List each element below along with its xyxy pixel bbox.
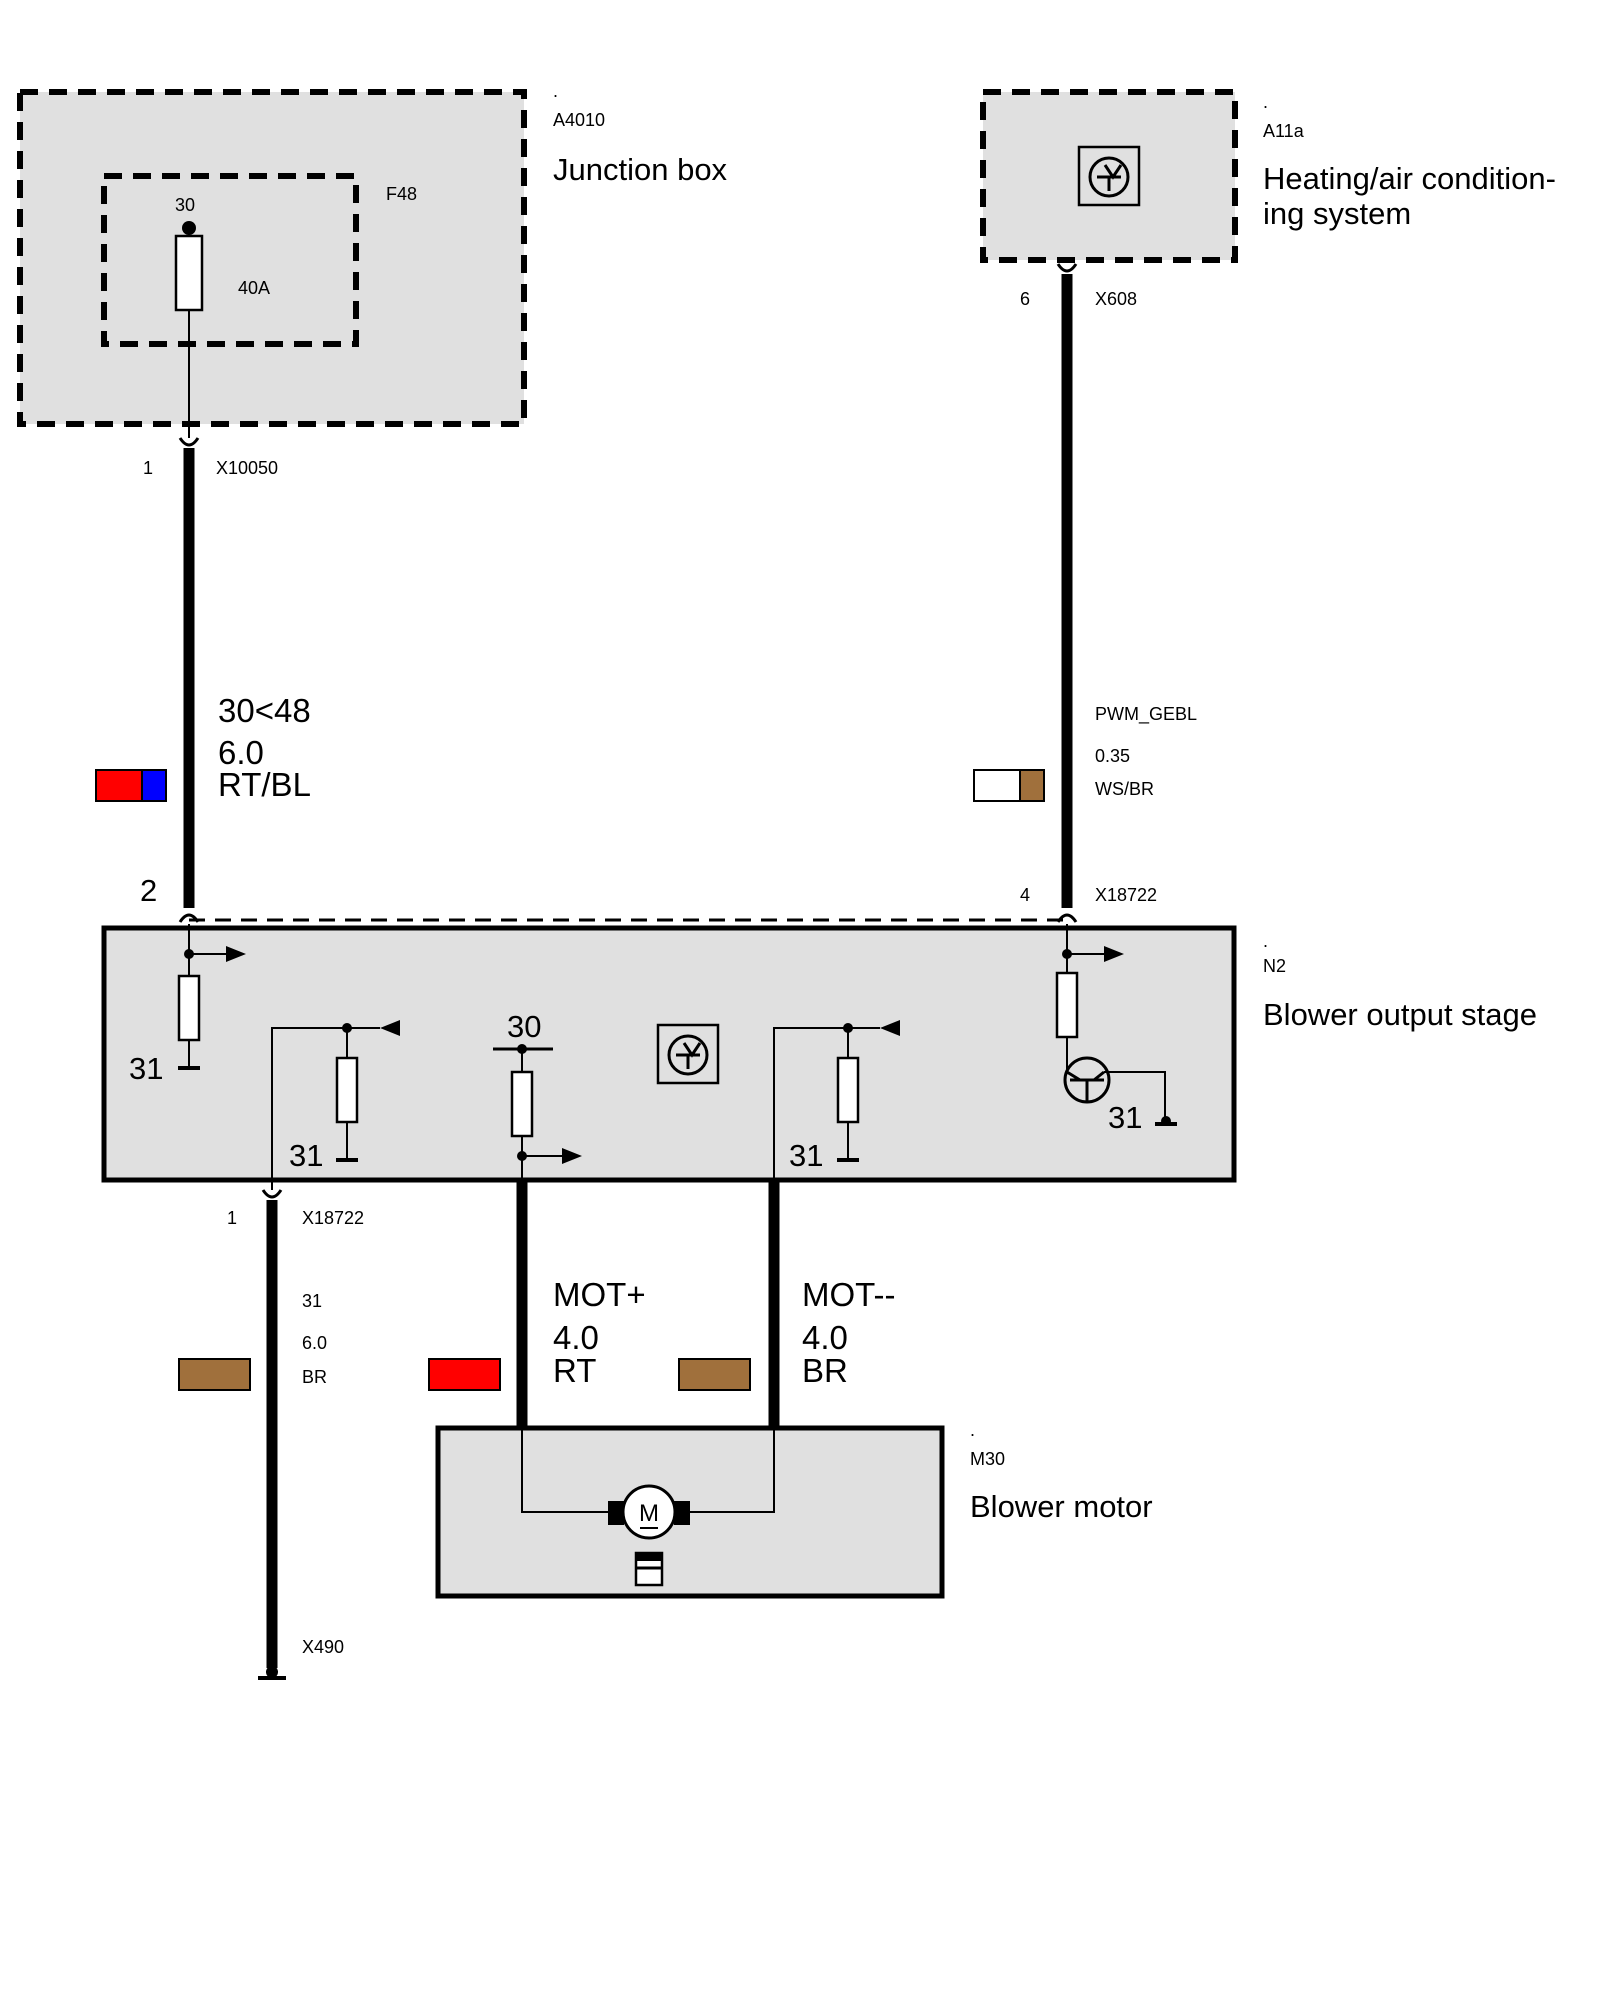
- hvac-marker: .: [1263, 92, 1268, 112]
- output-stage-name: Blower output stage: [1263, 997, 1537, 1032]
- mot-minus-resistor-icon: [836, 1056, 860, 1124]
- mot-minus-gauge: 4.0: [802, 1319, 848, 1356]
- junction-box-name: Junction box: [553, 152, 728, 187]
- pwm-wire-signal: PWM_GEBL: [1095, 704, 1197, 725]
- pwm-wire-color-code: WS/BR: [1095, 779, 1154, 799]
- ground-wire: 31 6.0 BR X490: [178, 1200, 344, 1680]
- motor-icon: [621, 1484, 677, 1540]
- supply-wire-swatch-secondary: [141, 769, 167, 802]
- mot-plus-signal: MOT+: [553, 1276, 646, 1313]
- junction-box-connector: X10050: [216, 458, 278, 478]
- fuse-rating: 40A: [238, 278, 270, 298]
- blower-motor-name: Blower motor: [970, 1489, 1153, 1524]
- junction-box-marker: .: [553, 81, 558, 101]
- connector-x608-icon: [1056, 263, 1078, 273]
- output-stage-connector-bottom: X18722: [302, 1208, 364, 1228]
- output-stage-connector-top: X18722: [1095, 885, 1157, 905]
- mot-plus-arrow-icon: [562, 1148, 582, 1164]
- motor-lead-minus: [687, 1430, 775, 1513]
- blower-motor-id: M30: [970, 1449, 1005, 1469]
- mot-plus-resistor-icon: [510, 1070, 534, 1138]
- junction-box-pin: 1: [143, 458, 153, 478]
- pwm-transistor-legs: [1066, 1070, 1105, 1102]
- hvac-name-line1: Heating/air condition-: [1263, 161, 1556, 196]
- hvac-module: . A11a Heating/air condition- ing system…: [980, 89, 1556, 309]
- output-stage-transistor-icon: [667, 1034, 709, 1076]
- supply-resistor-icon: [177, 974, 201, 1042]
- ground-label-left: 31: [129, 1051, 163, 1086]
- pwm-resistor-icon: [1055, 971, 1079, 1039]
- motor-lead-plus: [521, 1430, 610, 1513]
- hvac-connector: X608: [1095, 289, 1137, 309]
- hvac-transistor-icon: [1088, 156, 1130, 198]
- ground-label-2: 31: [289, 1138, 323, 1173]
- supply-wire: 30<48 6.0 RT/BL: [95, 448, 311, 908]
- fuse-icon: [174, 234, 204, 312]
- ground-label-3: 31: [789, 1138, 823, 1173]
- ground-branch-arrow-icon: [380, 1020, 400, 1036]
- connector-x10050-icon: [178, 437, 200, 447]
- terminal-30-label: 30: [507, 1009, 541, 1044]
- ground-wire-signal: 31: [302, 1291, 322, 1311]
- hvac-id: A11a: [1263, 121, 1305, 141]
- mot-plus-gauge: 4.0: [553, 1319, 599, 1356]
- supply-arrow-icon: [226, 946, 246, 962]
- fuse-terminal-dot: [182, 221, 196, 235]
- fuse-terminal-label: 30: [175, 195, 195, 215]
- hvac-transistor-legs: [1097, 164, 1123, 191]
- junction-box-id: A4010: [553, 110, 605, 130]
- pwm-wire: PWM_GEBL 0.35 WS/BR: [973, 274, 1197, 908]
- mot-plus-swatch: [428, 1358, 501, 1391]
- mot-plus-wire: MOT+ 4.0 RT: [428, 1180, 646, 1430]
- motor-brush-left-icon: [608, 1501, 624, 1525]
- ground-wire-swatch: [178, 1358, 251, 1391]
- mot-minus-color-code: BR: [802, 1352, 848, 1389]
- hvac-name-line2: ing system: [1263, 196, 1411, 231]
- pwm-wire-swatch-secondary: [1019, 769, 1045, 802]
- ground-wire-connector: X490: [302, 1637, 344, 1657]
- terminal-30-dot: [517, 1044, 527, 1054]
- junction-box: . A4010 Junction box F48 30 40A 1 X10050: [17, 81, 728, 478]
- output-stage-transistor-legs: [676, 1042, 702, 1069]
- fuse-id: F48: [386, 184, 417, 204]
- supply-wire-gauge: 6.0: [218, 734, 264, 771]
- supply-wire-swatch-primary: [95, 769, 143, 802]
- blower-output-stage: 2 4 X18722 . N2 Blower output stage 31 3…: [101, 873, 1537, 1228]
- ground-label-4: 31: [1108, 1100, 1142, 1135]
- mot-minus-swatch: [678, 1358, 751, 1391]
- output-stage-marker: .: [1263, 931, 1268, 951]
- motor-symbol: M: [639, 1500, 659, 1527]
- hvac-pin: 6: [1020, 289, 1030, 309]
- pwm-wire-gauge: 0.35: [1095, 746, 1130, 766]
- ground-branch-resistor-icon: [335, 1056, 359, 1124]
- pwm-arrow-icon: [1104, 946, 1124, 962]
- connector-pin4-icon: [1056, 913, 1078, 923]
- supply-wire-signal: 30<48: [218, 692, 311, 729]
- supply-wire-color-code: RT/BL: [218, 766, 311, 803]
- mot-plus-color-code: RT: [553, 1352, 596, 1389]
- mot-minus-signal: MOT--: [802, 1276, 895, 1313]
- pwm-wire-swatch-primary: [973, 769, 1021, 802]
- motor-brush-right-icon: [674, 1501, 690, 1525]
- output-stage-pin-supply: 2: [140, 873, 157, 908]
- connector-pin1-icon: [261, 1189, 283, 1199]
- blower-motor-marker: .: [970, 1420, 975, 1440]
- output-stage-id: N2: [1263, 956, 1286, 976]
- mot-minus-arrow-icon: [880, 1020, 900, 1036]
- output-stage-pin-pwm: 4: [1020, 885, 1030, 905]
- mot-minus-wire: MOT-- 4.0 BR: [678, 1180, 895, 1430]
- motor-fan-bar-top: [636, 1553, 662, 1561]
- output-stage-pin-ground: 1: [227, 1208, 237, 1228]
- connector-pin2-icon: [178, 913, 200, 923]
- ground-point-dot: [266, 1666, 278, 1678]
- blower-motor: . M30 Blower motor M: [435, 1420, 1153, 1599]
- ground-wire-gauge: 6.0: [302, 1333, 327, 1353]
- fuse-holder-outline: [101, 173, 359, 347]
- pwm-transistor-ground-line: [1104, 1071, 1166, 1122]
- junction-box-outline: [17, 89, 527, 427]
- ground-wire-color-code: BR: [302, 1367, 327, 1387]
- pwm-ground-dot: [1161, 1116, 1171, 1126]
